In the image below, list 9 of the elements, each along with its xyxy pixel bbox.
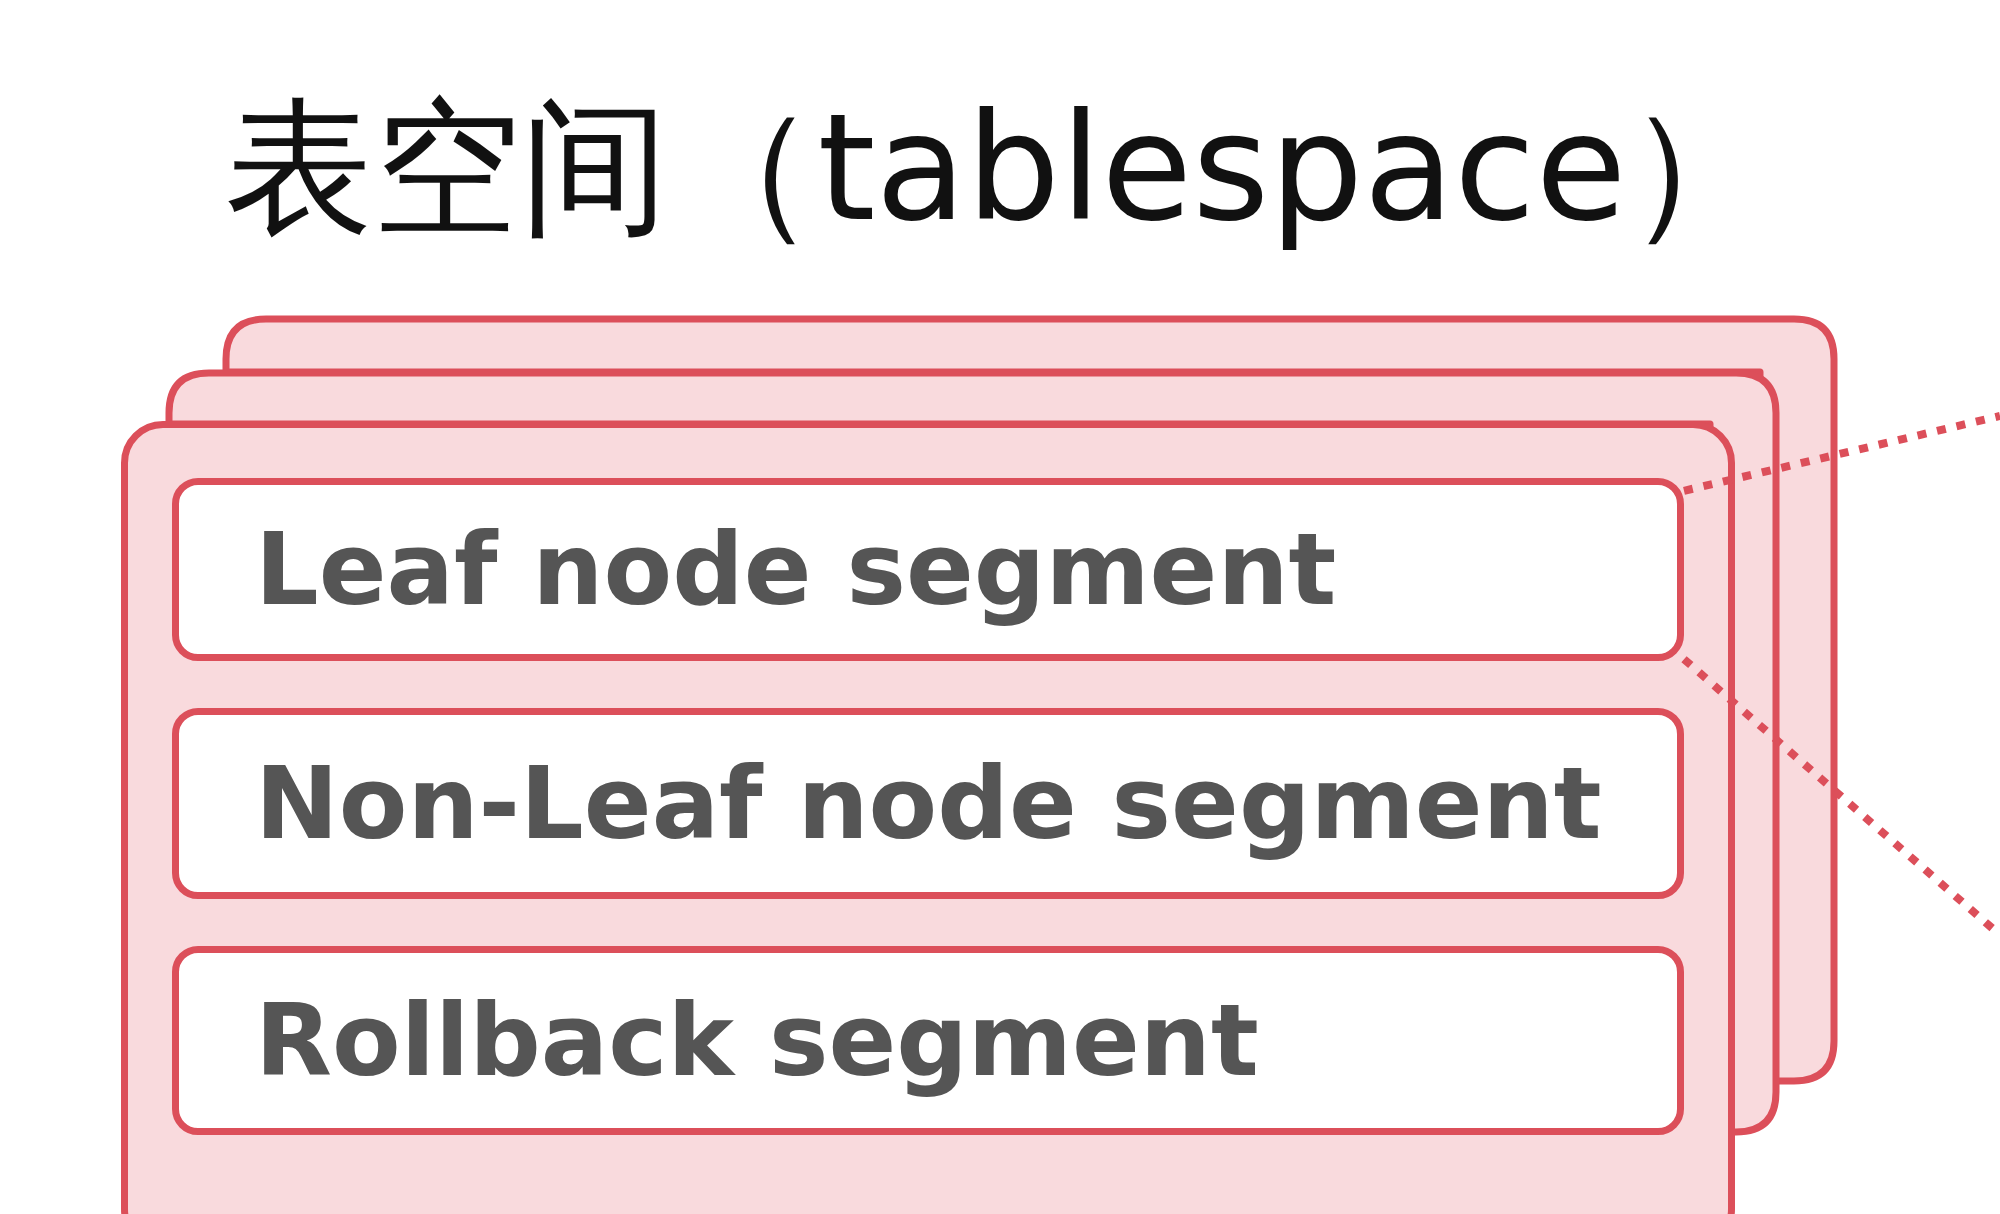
card [121,421,1735,1214]
segment-box [172,946,1684,1135]
segment-box [172,708,1684,899]
segment-label: Leaf node segment [255,511,1337,628]
segment-label: Rollback segment [255,982,1259,1099]
dotted-line [1683,412,2000,495]
segment-box [172,478,1684,661]
segment-label: Non-Leaf node segment [255,745,1602,862]
title: 表空间（tablespace） [225,82,1775,254]
